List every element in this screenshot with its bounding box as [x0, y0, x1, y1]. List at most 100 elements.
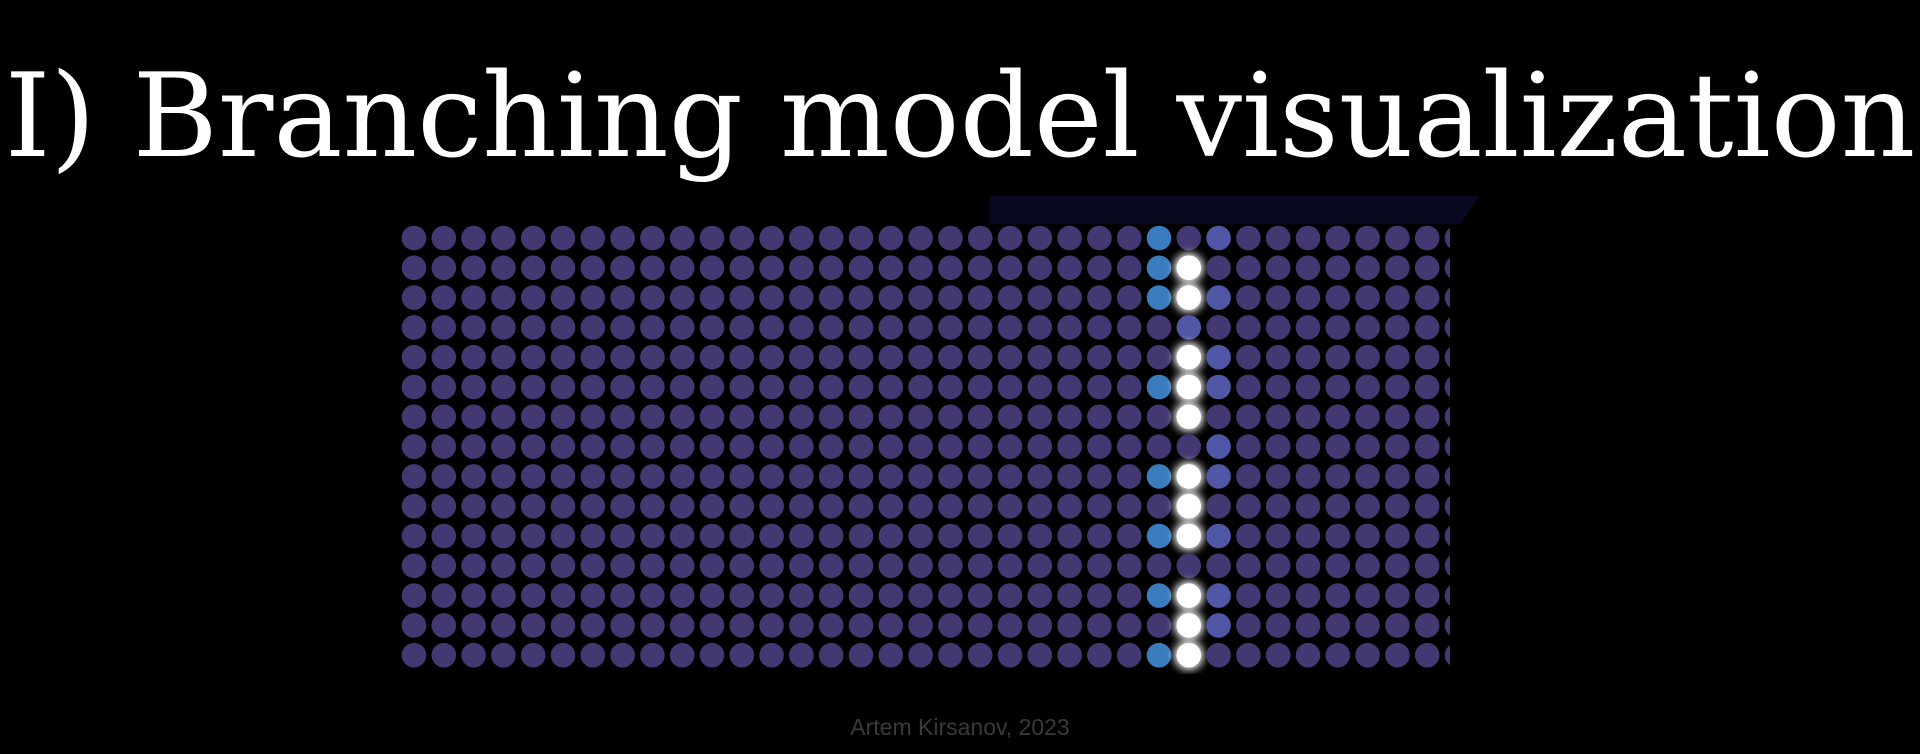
neuron-inactive: [640, 225, 665, 251]
neuron-inactive: [1236, 225, 1261, 251]
neuron-inactive: [580, 523, 606, 549]
neuron-inactive: [640, 523, 665, 549]
neuron-inactive: [699, 255, 725, 281]
neuron-inactive: [789, 404, 814, 430]
neuron-inactive: [1087, 344, 1112, 370]
neuron-inactive: [1385, 285, 1410, 310]
neuron-inactive: [1057, 374, 1082, 400]
neuron-inactive: [1295, 225, 1321, 251]
neuron-inactive: [640, 583, 665, 608]
neuron-inactive: [1325, 285, 1351, 310]
neuron-inactive: [848, 285, 874, 310]
neuron-inactive: [848, 523, 874, 549]
neuron-inactive: [491, 225, 516, 251]
neuron-inactive: [610, 464, 635, 489]
neuron-inactive: [461, 344, 486, 370]
neuron-inactive: [997, 344, 1023, 370]
neuron-inactive: [878, 434, 904, 459]
neuron-inactive: [789, 583, 814, 608]
neuron-inactive: [640, 404, 665, 430]
neuron-inactive: [997, 225, 1023, 251]
neuron-inactive: [401, 553, 427, 579]
neuron-inactive: [580, 464, 606, 489]
neuron-inactive: [699, 464, 725, 489]
neuron-inactive: [967, 642, 993, 668]
neuron-inactive: [759, 315, 784, 340]
neuron-inactive: [818, 285, 844, 310]
neuron-inactive: [401, 464, 427, 489]
neuron-inactive: [610, 583, 635, 608]
neuron-inactive: [967, 493, 993, 519]
neuron-inactive: [1236, 434, 1261, 459]
neuron-inactive: [1414, 553, 1440, 579]
neuron-inactive: [729, 523, 755, 549]
neuron-inactive: [1295, 315, 1321, 340]
neuron-inactive: [997, 285, 1023, 310]
neuron-inactive: [1027, 315, 1053, 340]
neuron-inactive: [640, 285, 665, 310]
neuron-inactive: [759, 285, 784, 310]
neuron-inactive: [580, 285, 606, 310]
neuron-inactive: [491, 583, 516, 608]
neuron-inactive: [491, 255, 516, 281]
neuron-inactive: [1355, 255, 1380, 281]
neuron-inactive: [878, 285, 904, 310]
neuron-inactive: [461, 613, 486, 638]
neuron-inactive: [1027, 523, 1053, 549]
neuron-inactive: [759, 434, 784, 459]
neuron-inactive: [729, 404, 755, 430]
neuron-inactive: [1236, 613, 1261, 638]
neuron-inactive: [789, 493, 814, 519]
neuron-inactive: [1414, 464, 1440, 489]
neuron-inactive: [1295, 434, 1321, 459]
neuron-active: [1176, 613, 1202, 638]
neuron-indigo: [1206, 464, 1231, 489]
neuron-inactive: [1355, 553, 1380, 579]
neuron-inactive: [699, 285, 725, 310]
neuron-inactive: [789, 464, 814, 489]
neuron-inactive: [967, 374, 993, 400]
neuron-inactive: [491, 404, 516, 430]
neuron-indigo: [1206, 285, 1231, 310]
neuron-inactive: [491, 464, 516, 489]
neuron-inactive: [580, 315, 606, 340]
neuron-inactive: [1236, 374, 1261, 400]
author-credit: Artem Kirsanov, 2023: [850, 714, 1070, 740]
neuron-inactive: [401, 344, 427, 370]
neuron-inactive: [491, 315, 516, 340]
neuron-inactive: [1414, 374, 1440, 400]
neuron-inactive: [1057, 255, 1082, 281]
neuron-inactive: [669, 613, 695, 638]
neuron-inactive: [1385, 344, 1410, 370]
neuron-inactive: [640, 553, 665, 579]
neuron-inactive: [1444, 347, 1450, 368]
neuron-inactive: [967, 553, 993, 579]
neuron-inactive: [729, 613, 755, 638]
neuron-inactive: [1265, 315, 1291, 340]
neuron-inactive: [848, 613, 874, 638]
neuron-inactive: [491, 553, 516, 579]
neuron-inactive: [1414, 583, 1440, 608]
neuron-inactive: [401, 404, 427, 430]
neuron-inactive: [461, 225, 486, 251]
neuron-inactive: [550, 315, 576, 340]
neuron-inactive: [580, 642, 606, 668]
neuron-inactive: [1444, 376, 1450, 398]
neuron-inactive: [818, 404, 844, 430]
neuron-inactive: [1087, 583, 1112, 608]
neuron-inactive: [550, 225, 576, 251]
neuron-inactive: [818, 315, 844, 340]
neuron-inactive: [1414, 344, 1440, 370]
neuron-inactive: [818, 613, 844, 638]
neuron-inactive: [729, 553, 755, 579]
neuron-inactive: [610, 315, 635, 340]
neuron-inactive: [1265, 642, 1291, 668]
neuron-inactive: [699, 315, 725, 340]
neuron-inactive: [1116, 553, 1142, 579]
neuron-inactive: [1385, 374, 1410, 400]
neuron-inactive: [699, 404, 725, 430]
neuron-inactive: [878, 315, 904, 340]
neuron-inactive: [967, 583, 993, 608]
neuron-inactive: [729, 285, 755, 310]
neuron-inactive: [610, 255, 635, 281]
